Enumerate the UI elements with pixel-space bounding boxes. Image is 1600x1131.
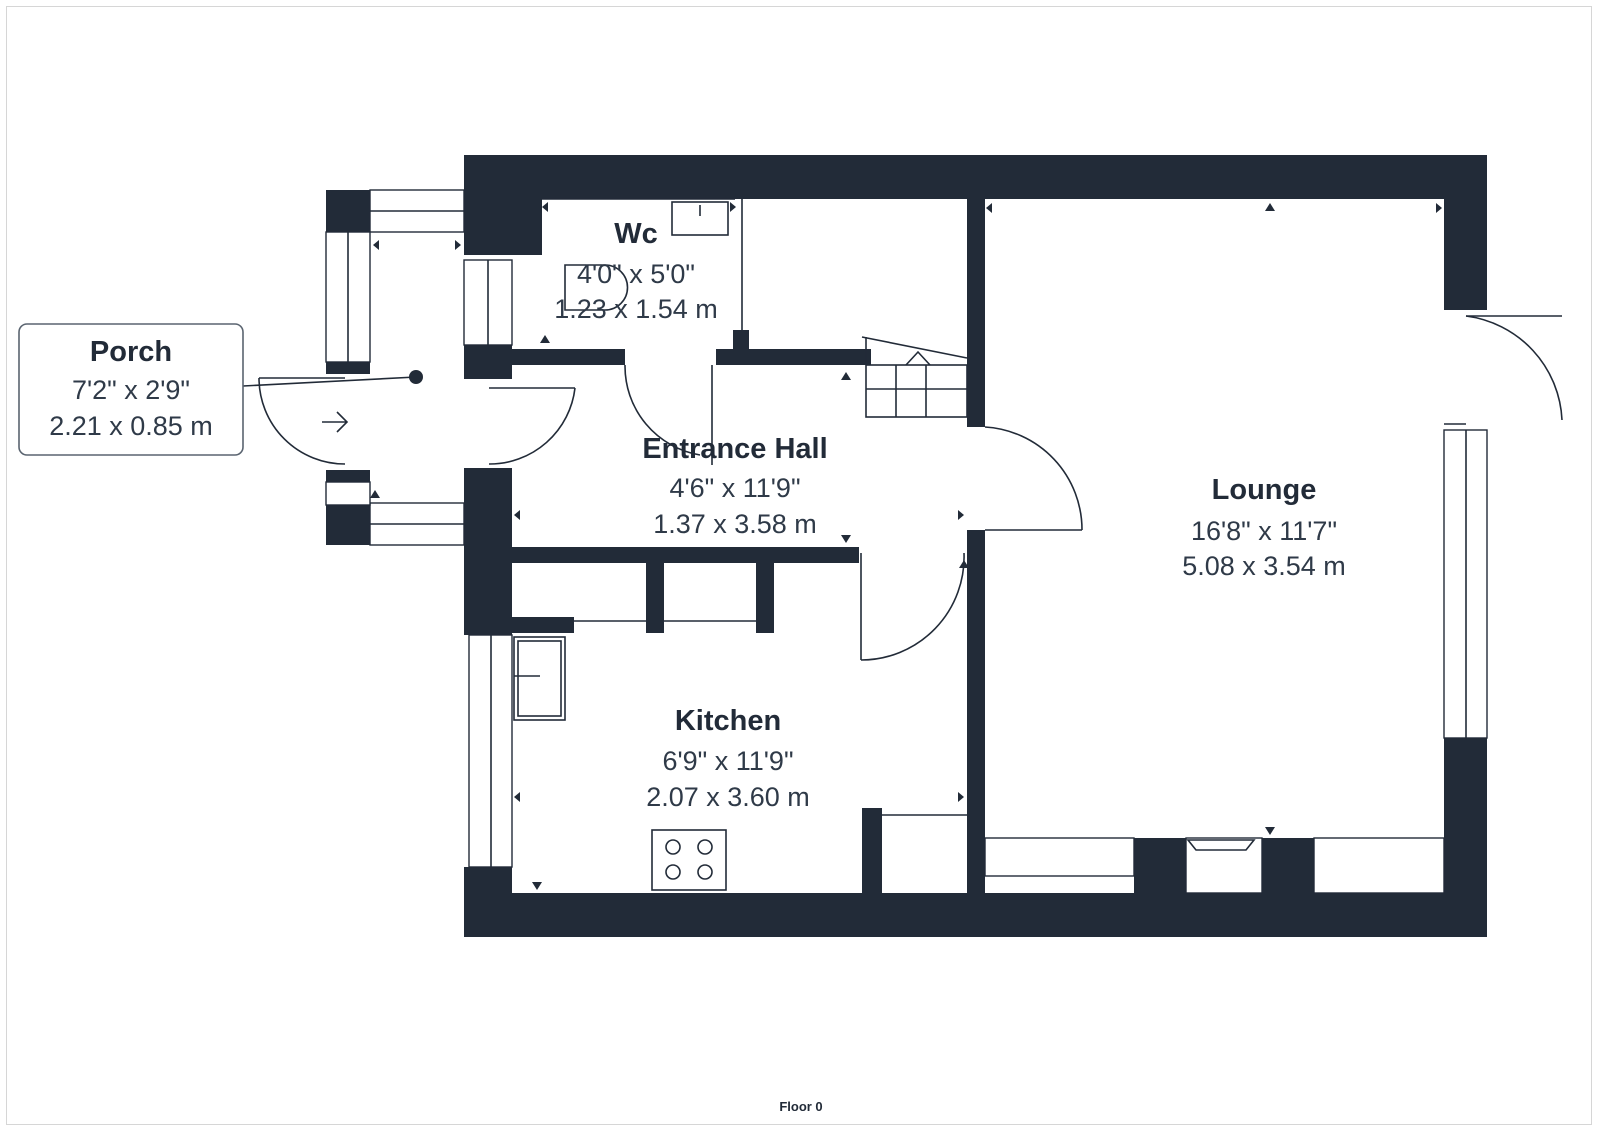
hall-imperial: 4'6" x 11'9" bbox=[669, 473, 800, 503]
entry-point-marker bbox=[409, 370, 423, 384]
wc-metric: 1.23 x 1.54 m bbox=[554, 294, 718, 324]
porch-walls bbox=[326, 190, 512, 545]
hall-name: Entrance Hall bbox=[642, 433, 827, 465]
entry-arrow-icon bbox=[322, 411, 349, 433]
porch-name: Porch bbox=[90, 336, 172, 368]
doors bbox=[242, 315, 1563, 661]
kitchen-name: Kitchen bbox=[675, 705, 781, 737]
porch-imperial: 7'2" x 2'9" bbox=[72, 375, 190, 405]
kitchen-imperial: 6'9" x 11'9" bbox=[662, 746, 793, 776]
toilet-icon bbox=[564, 264, 629, 311]
porch-metric: 2.21 x 0.85 m bbox=[49, 411, 213, 441]
wc-imperial: 4'0" x 5'0" bbox=[577, 259, 695, 289]
fireplace-icon bbox=[1186, 839, 1256, 851]
porch-label-box bbox=[18, 323, 244, 456]
interior-walls bbox=[512, 198, 1314, 893]
page-frame bbox=[6, 6, 1592, 1125]
hob-icon bbox=[651, 829, 727, 891]
outer-walls bbox=[464, 155, 1487, 937]
kitchen-metric: 2.07 x 3.60 m bbox=[646, 782, 810, 812]
windows bbox=[325, 189, 1488, 894]
fixtures bbox=[513, 201, 1263, 894]
stairs bbox=[861, 336, 968, 418]
floor-label: Floor 0 bbox=[779, 1099, 822, 1114]
wc-name: Wc bbox=[614, 218, 658, 250]
lounge-name: Lounge bbox=[1212, 474, 1317, 506]
lounge-metric: 5.08 x 3.54 m bbox=[1182, 551, 1346, 581]
hall-metric: 1.37 x 3.58 m bbox=[653, 509, 817, 539]
measure-markers bbox=[370, 202, 1442, 890]
lounge-imperial: 16'8" x 11'7" bbox=[1191, 516, 1337, 546]
